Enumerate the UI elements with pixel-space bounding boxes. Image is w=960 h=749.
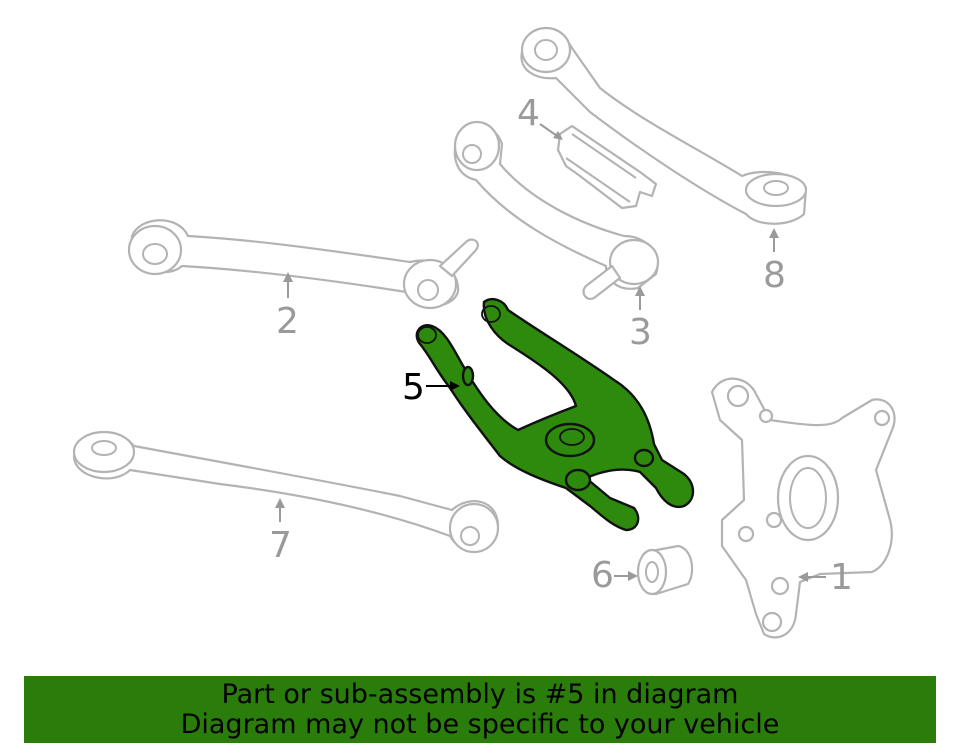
label-3-text: 3 bbox=[629, 312, 652, 353]
label-4-text: 4 bbox=[517, 93, 540, 134]
label-4: 4 bbox=[517, 93, 563, 140]
label-2: 2 bbox=[276, 272, 299, 342]
part-1-knuckle[interactable] bbox=[710, 377, 896, 639]
label-1: 1 bbox=[798, 557, 853, 598]
part-8-control-arm[interactable] bbox=[520, 26, 808, 225]
label-6: 6 bbox=[591, 555, 638, 596]
label-8: 8 bbox=[763, 228, 786, 296]
parts-diagram: 1 2 3 4 5 6 7 8 bbox=[72, 26, 896, 639]
label-6-text: 6 bbox=[591, 555, 614, 596]
part-6-bushing[interactable] bbox=[636, 544, 694, 596]
label-8-text: 8 bbox=[763, 255, 786, 296]
banner-line-2: Diagram may not be specific to your vehi… bbox=[180, 708, 780, 740]
label-3: 3 bbox=[629, 286, 652, 353]
label-7-text: 7 bbox=[269, 525, 292, 566]
part-5-trailing-arm[interactable] bbox=[415, 298, 695, 532]
info-banner: Part or sub-assembly is #5 in diagram Di… bbox=[24, 676, 936, 743]
label-7: 7 bbox=[269, 498, 292, 566]
label-2-text: 2 bbox=[276, 301, 299, 342]
part-2-control-arm[interactable] bbox=[127, 219, 479, 310]
part-4-bracket[interactable] bbox=[556, 124, 658, 210]
label-5: 5 bbox=[402, 367, 460, 408]
part-3-control-arm[interactable] bbox=[453, 120, 660, 300]
part-7-control-arm[interactable] bbox=[72, 430, 500, 554]
label-1-text: 1 bbox=[830, 557, 853, 598]
label-5-text: 5 bbox=[402, 367, 425, 408]
banner-line-1: Part or sub-assembly is #5 in diagram bbox=[221, 678, 739, 710]
